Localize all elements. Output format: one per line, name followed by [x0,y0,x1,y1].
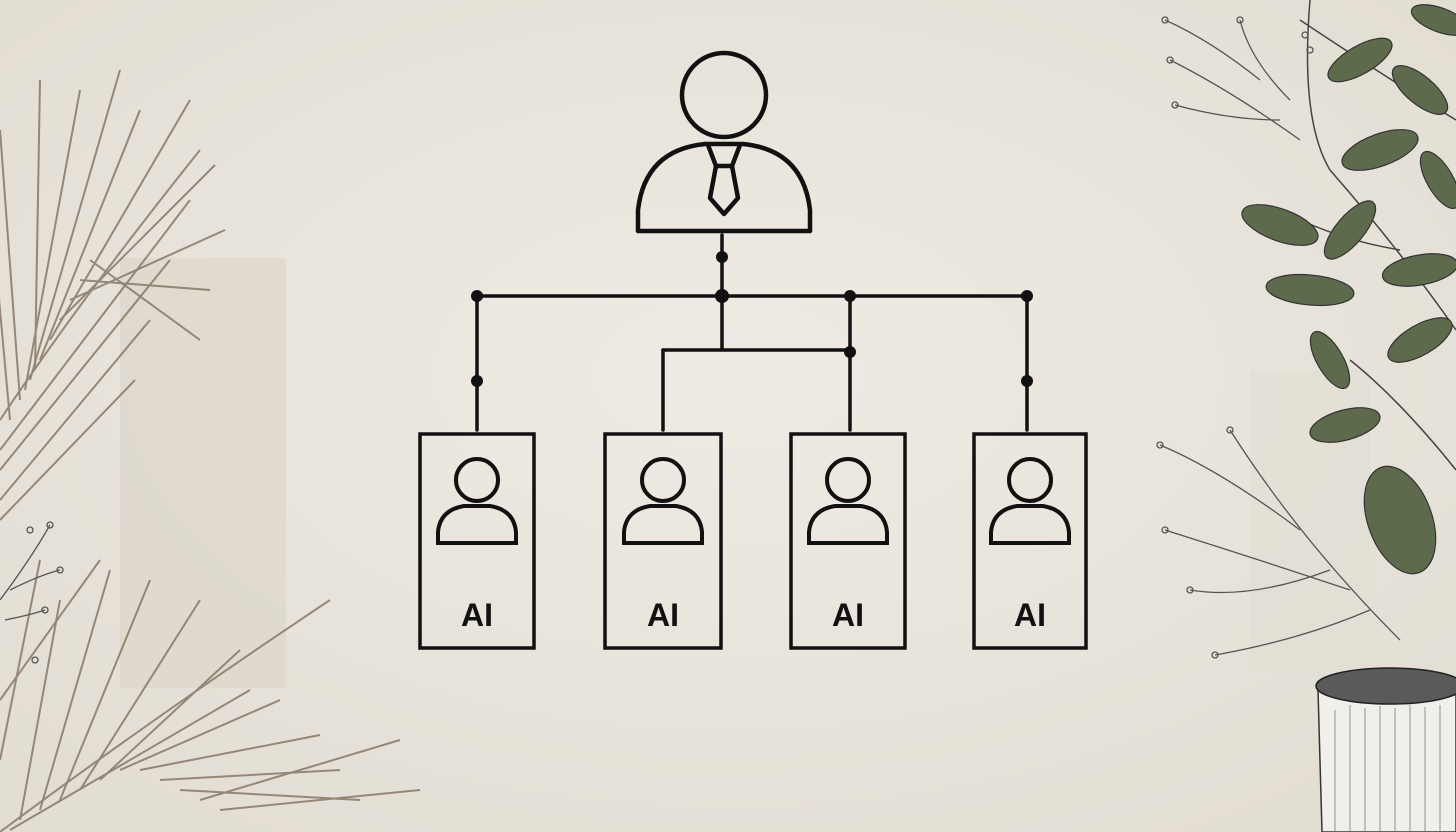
agent-card: AI [603,432,723,650]
bud-sprig-right-bottom [1156,426,1401,659]
shadow-panel-left [120,258,286,688]
connector-node [1021,375,1033,387]
leafy-branch-right [1241,0,1456,575]
palm-frond-left-top [0,69,226,521]
connector-lines [475,233,1029,432]
agent-label: AI [1014,597,1046,633]
connector-node [1021,290,1033,302]
connector-node [844,290,856,302]
agent-label: AI [461,597,493,633]
palm-frond-left-bottom [0,559,421,832]
person-icon [989,457,1071,545]
connector-nodes [471,251,1033,387]
bud-sprig-right-top [1161,16,1314,141]
agent-card: AI [972,432,1088,650]
agent-label: AI [832,597,864,633]
connector-node [844,346,856,358]
connector-node [716,251,728,263]
person-icon [622,457,704,545]
bud-sprig-left [0,521,64,664]
plant-pot [1315,667,1456,832]
person-icon [807,457,889,545]
connector-node [715,289,729,303]
agent-card: AI [418,432,536,650]
agent-label: AI [647,597,679,633]
person-icon [436,457,518,545]
connector-node [471,290,483,302]
manager-with-tie-icon [635,50,813,234]
agent-card: AI [789,432,907,650]
connector-node [471,375,483,387]
